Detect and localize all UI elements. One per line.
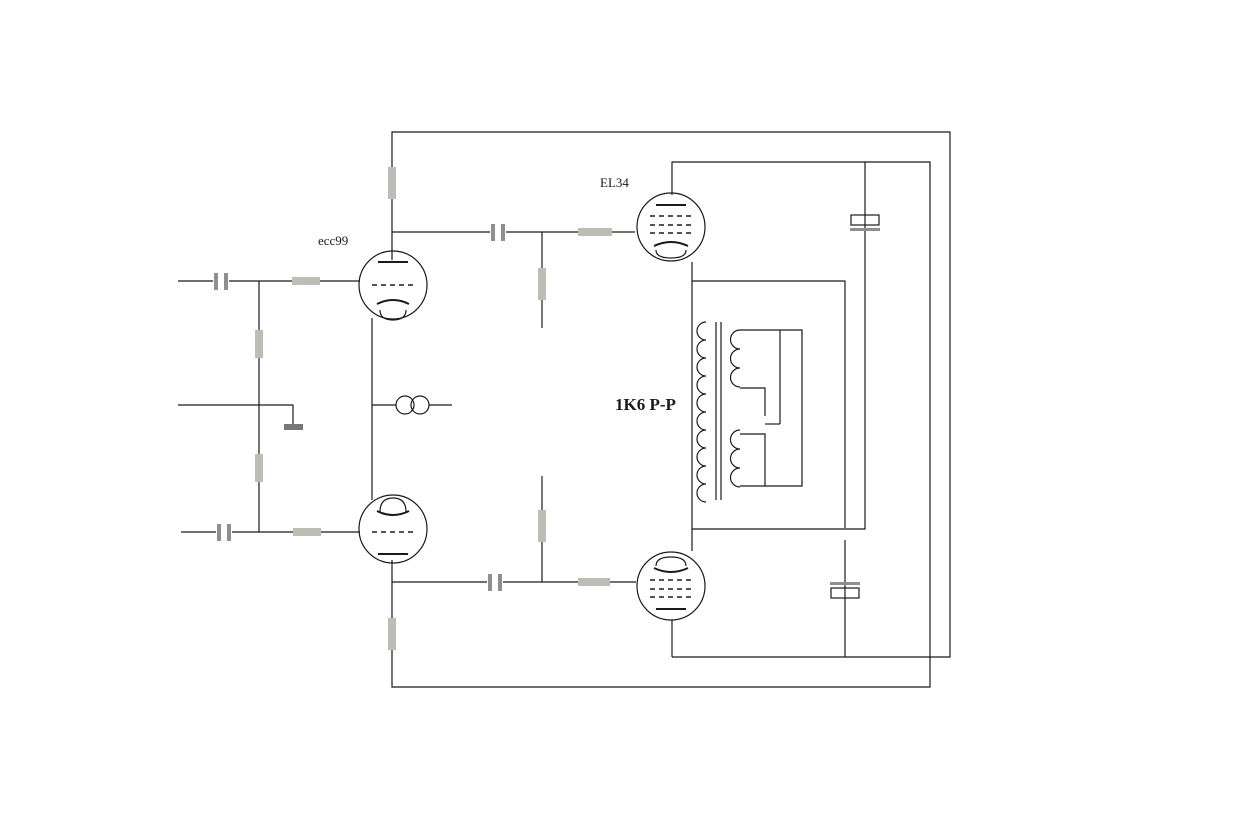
output-transformer [696,321,741,503]
tube-cathode [653,567,689,573]
feedback-loop-bottom-wire [391,161,931,688]
tube-heater [379,497,407,513]
cap-c5-body [850,214,880,226]
transformer-label: 1K6 P-P [615,395,676,414]
b-plus-wire [692,162,866,530]
ground-symbol [284,424,303,430]
tube-envelope [358,250,428,320]
cap-c3-plate-b [501,224,505,241]
resistor-r9 [538,510,546,542]
cap-c2-plate-a [217,524,221,541]
tube-cathode [376,299,410,305]
resistor-r7 [538,268,546,300]
cap-c3-plate-a [491,224,495,241]
resistors [255,167,612,650]
resistor-r10 [578,578,610,586]
cap-c4-plate-b [498,574,502,591]
tube-heater [655,249,687,259]
tube-heater [655,556,687,567]
el34-upper-tube [636,192,706,262]
primary-winding [696,321,707,503]
cap-c4-plate-a [488,574,492,591]
tube-cathode [376,510,410,516]
cap-c1-plate-a [214,273,218,290]
capacitors [214,214,880,599]
el34-lower-tube [636,551,706,621]
ecc99-label: ecc99 [318,233,348,248]
tube-cathode [653,241,689,247]
cap-c1-plate-b [224,273,228,290]
ecc99-upper-tube [358,250,428,321]
cap-c5-plate [850,228,880,231]
tube-envelope [636,551,706,621]
current-source-symbol [395,395,430,415]
primary-tap-wire [692,280,846,528]
resistor-r2 [292,277,320,285]
resistor-r1 [388,167,396,199]
cap-c6-body [830,587,860,599]
secondary-loop-wire [740,329,803,487]
wiring [178,131,951,688]
cap-c2-plate-b [227,524,231,541]
secondary-tap-lower [740,433,766,486]
tube-envelope [358,494,428,564]
resistor-r5 [293,528,321,536]
ecc99-lower-tube [358,494,428,564]
resistor-r3 [255,330,263,358]
secondary-winding [729,329,741,488]
el34-label: EL34 [600,175,629,190]
tube-envelope [636,192,706,262]
resistor-r8 [578,228,612,236]
tube-heater [379,309,407,321]
cap-c6-plate [830,582,860,585]
resistor-r4 [255,454,263,482]
input-ground-wire [178,404,294,424]
resistor-r6 [388,618,396,650]
secondary-tap-upper [740,387,766,416]
